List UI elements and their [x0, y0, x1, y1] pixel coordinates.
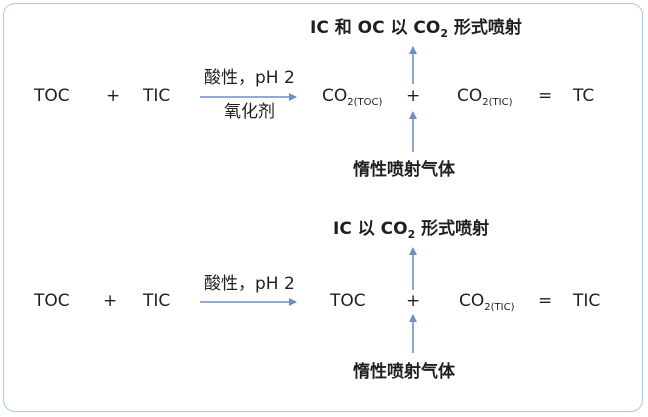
eq1-toc: TOC — [34, 86, 70, 106]
eq1-top-label: IC 和 OC 以 CO2 形式喷射 — [310, 18, 522, 40]
eq1-equals: = — [538, 86, 553, 106]
eq2-co2-tic: CO2(TIC) — [459, 291, 515, 313]
eq2-plus-1: + — [103, 291, 118, 311]
eq1-tic: TIC — [143, 86, 171, 106]
eq1-plus-1: + — [106, 86, 121, 106]
eq2-tic: TIC — [143, 291, 171, 311]
eq1-plus-2: + — [406, 86, 421, 106]
eq2-top-label: IC 以 CO2 形式喷射 — [333, 219, 490, 241]
eq2-toc-result: TOC — [330, 291, 366, 311]
eq1-tc: TC — [573, 86, 595, 106]
eq2-toc: TOC — [34, 291, 70, 311]
eq2-sparge-label: 惰性喷射气体 — [353, 362, 455, 382]
eq1-co2-tic: CO2(TIC) — [457, 86, 513, 108]
eq1-arrow-oxidant: 氧化剂 — [224, 102, 275, 122]
diagram-frame — [3, 3, 643, 412]
eq2-arrow-condition: 酸性，pH 2 — [204, 274, 295, 294]
eq1-co2-toc: CO2(TOC) — [322, 86, 383, 108]
eq2-equals: = — [538, 291, 553, 311]
eq1-arrow-condition: 酸性，pH 2 — [204, 68, 295, 88]
eq1-sparge-label: 惰性喷射气体 — [353, 160, 455, 180]
eq2-plus-2: + — [406, 291, 421, 311]
eq2-tic-result: TIC — [573, 291, 601, 311]
